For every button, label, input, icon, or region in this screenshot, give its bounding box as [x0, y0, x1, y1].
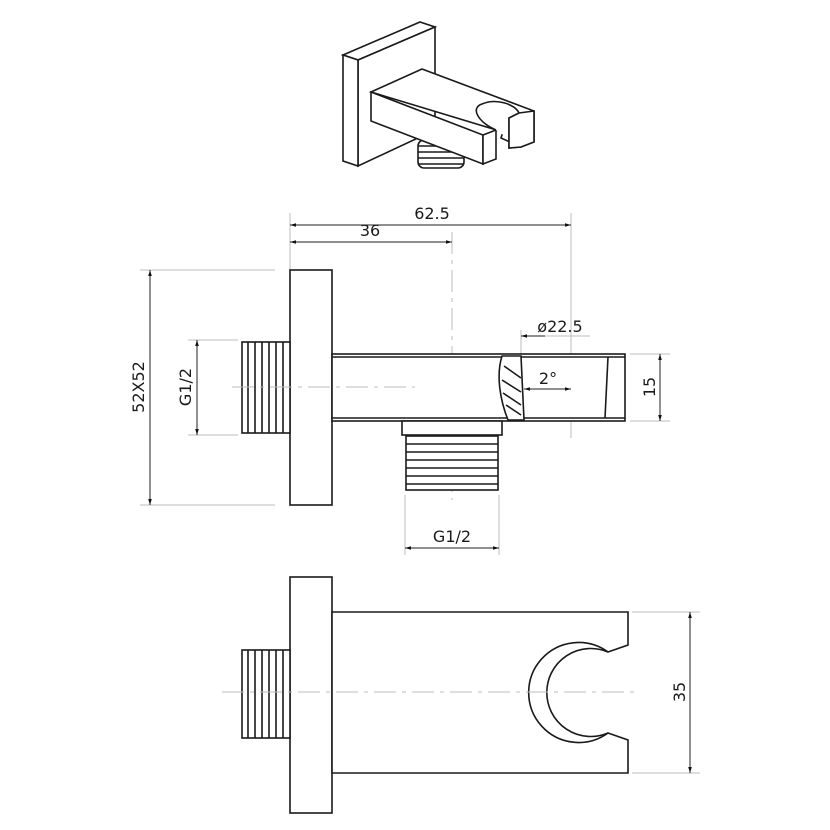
arm — [331, 353, 626, 422]
wall-plate-top — [289, 576, 333, 814]
bottom-thread — [405, 435, 499, 491]
dim-g12-left: G1/2 — [176, 368, 195, 406]
isometric-view — [340, 21, 535, 169]
outlet-nut — [401, 420, 503, 436]
dim-62-5: 62.5 — [414, 204, 450, 223]
left-thread-top — [241, 649, 291, 739]
dim-15: 15 — [640, 377, 659, 397]
dim-36: 36 — [360, 221, 380, 240]
dim-35: 35 — [670, 682, 689, 702]
dim-52x52: 52X52 — [129, 361, 148, 413]
top-view: 35 — [222, 576, 700, 814]
dim-g12-bottom: G1/2 — [433, 527, 471, 546]
dim-diameter: ø22.5 — [537, 317, 582, 336]
section-cut — [498, 355, 525, 421]
dim-angle: 2° — [539, 369, 557, 388]
side-view: 62.5 36 52X52 G1/2 ø22.5 2° 15 G1/2 — [129, 204, 670, 555]
